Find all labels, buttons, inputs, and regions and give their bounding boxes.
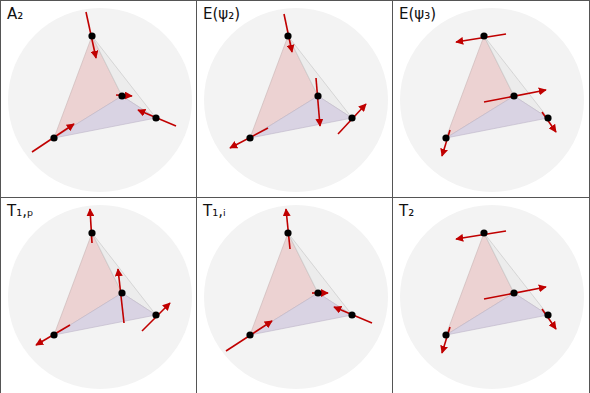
vertex-dot — [480, 32, 487, 39]
tetrahedron-panel — [8, 205, 192, 389]
displacement-arrow — [284, 14, 292, 52]
panel-label: T₁,ᵢ — [203, 202, 226, 220]
tetrahedron-panel — [204, 205, 388, 389]
displacement-arrow — [226, 321, 272, 351]
vertex-dot — [348, 114, 355, 121]
face-bottom — [250, 293, 352, 335]
vertex-dot — [246, 331, 253, 338]
panel-label: E(ψ₂) — [203, 5, 240, 23]
displacement-arrow — [138, 110, 176, 126]
vertex-dot — [544, 114, 551, 121]
grid-line — [392, 0, 393, 393]
vertex-dot — [480, 229, 487, 236]
vertex-dot — [348, 311, 355, 318]
displacement-arrow — [484, 90, 546, 102]
displacement-arrow — [230, 128, 268, 148]
background-disc — [204, 205, 388, 389]
panel-label: T₁,ₚ — [7, 202, 33, 220]
vertex-dot — [88, 229, 95, 236]
vertex-dot — [50, 134, 57, 141]
background-disc — [400, 205, 584, 389]
face-bottom — [54, 293, 156, 335]
displacement-arrow — [334, 307, 372, 323]
displacement-arrow — [542, 309, 556, 329]
tetrahedron-panel — [8, 8, 192, 192]
vertex-dot — [314, 289, 321, 296]
vertex-dot — [284, 229, 291, 236]
vertex-dot — [284, 32, 291, 39]
displacement-arrow — [442, 130, 450, 156]
grid-line — [0, 0, 590, 1]
displacement-arrow — [484, 287, 546, 299]
vertex-dot — [544, 311, 551, 318]
grid-line — [0, 0, 1, 393]
grid-line — [0, 197, 590, 198]
background-disc — [400, 8, 584, 192]
background-disc — [8, 205, 192, 389]
background-disc — [8, 8, 192, 192]
vertex-dot — [510, 289, 517, 296]
displacement-arrow — [316, 78, 320, 126]
vertex-dot — [152, 114, 159, 121]
vertex-dot — [50, 331, 57, 338]
displacement-arrow — [142, 303, 170, 331]
displacement-arrow — [90, 209, 92, 243]
face-bottom — [250, 96, 352, 138]
vertex-dot — [88, 32, 95, 39]
panel-label: E(ψ₃) — [399, 5, 436, 23]
vertex-dot — [442, 331, 449, 338]
tetrahedron-panel — [400, 8, 584, 192]
displacement-arrow — [286, 209, 290, 249]
grid-line — [196, 0, 197, 393]
tetrahedron-panel — [204, 8, 388, 192]
vertex-dot — [246, 134, 253, 141]
displacement-arrow — [442, 327, 450, 353]
displacement-arrow — [542, 112, 556, 132]
displacement-arrow — [36, 325, 70, 345]
displacement-arrow — [338, 104, 366, 134]
vertex-dot — [314, 92, 321, 99]
tetrahedron-panel — [400, 205, 584, 389]
panel-label: T₂ — [399, 202, 414, 220]
displacement-arrow — [32, 124, 74, 152]
background-disc — [204, 8, 388, 192]
vertex-dot — [510, 92, 517, 99]
face-bottom — [446, 96, 548, 138]
displacement-arrow — [86, 12, 96, 58]
panel-label: A₂ — [7, 5, 23, 23]
grid-line — [589, 0, 590, 393]
vertex-dot — [152, 311, 159, 318]
vertex-dot — [118, 92, 125, 99]
vertex-dot — [118, 289, 125, 296]
vertex-dot — [442, 134, 449, 141]
face-bottom — [54, 96, 156, 138]
face-bottom — [446, 293, 548, 335]
